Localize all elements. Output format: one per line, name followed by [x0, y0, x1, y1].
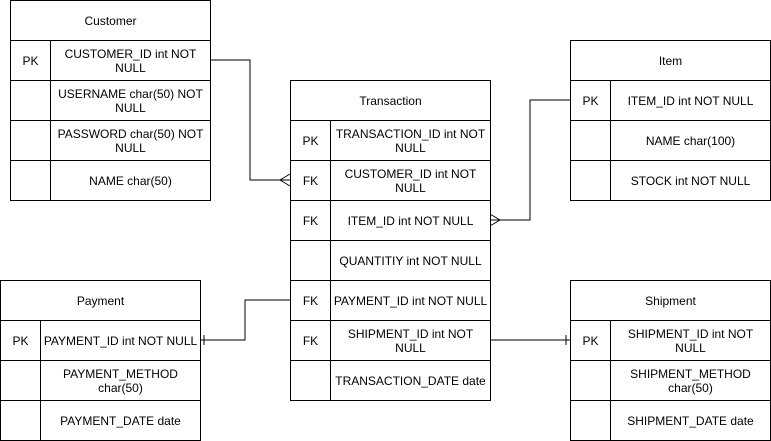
attribute-row: QUANTITIY int NOT NULL	[291, 241, 490, 281]
attribute-field: NAME char(100)	[645, 133, 736, 148]
entity-title: Customer	[11, 1, 210, 41]
key-badge	[291, 361, 331, 401]
key-badge: FK	[291, 161, 331, 200]
key-badge	[11, 161, 51, 201]
entity-customer[interactable]: Customer PK CUSTOMER_ID int NOT NULL USE…	[10, 0, 211, 201]
crows-foot-icon	[279, 173, 291, 187]
entity-title: Shipment	[571, 281, 770, 321]
attribute-field: CUSTOMER_ID int NOT NULL	[344, 166, 477, 195]
attribute-row: PK TRANSACTION_ID int NOT NULL	[291, 121, 490, 161]
attribute-field: TRANSACTION_DATE date	[335, 374, 486, 388]
attribute-field: SHIPMENT_METHOD char(50)	[630, 366, 751, 395]
key-badge: PK	[291, 121, 331, 160]
key-badge	[1, 401, 41, 441]
key-badge	[571, 121, 611, 160]
attribute-field: NAME char(50)	[89, 174, 172, 188]
attribute-field: PAYMENT_ID int NOT NULL	[333, 293, 488, 308]
attribute-field: SHIPMENT_ID int NOT NULL	[347, 326, 474, 355]
key-badge	[11, 121, 51, 160]
key-badge: FK	[291, 321, 331, 360]
payment-transaction-connector	[200, 299, 290, 341]
attribute-field: USERNAME char(50) NOT NULL	[58, 86, 203, 115]
attribute-field: SHIPMENT_ID int NOT NULL	[627, 326, 754, 355]
entity-title: Payment	[1, 281, 200, 321]
key-badge: FK	[291, 201, 331, 240]
attribute-row: NAME char(50)	[11, 161, 210, 201]
key-badge	[571, 401, 611, 441]
attribute-row: FK SHIPMENT_ID int NOT NULL	[291, 321, 490, 361]
key-badge: PK	[571, 81, 611, 120]
entity-shipment[interactable]: Shipment PK SHIPMENT_ID int NOT NULL SHI…	[570, 280, 771, 441]
attribute-row: PK CUSTOMER_ID int NOT NULL	[11, 41, 210, 81]
attribute-row: STOCK int NOT NULL	[571, 161, 770, 201]
attribute-row: TRANSACTION_DATE date	[291, 361, 490, 401]
attribute-row: FK PAYMENT_ID int NOT NULL	[291, 281, 490, 321]
key-badge: PK	[1, 321, 41, 360]
crows-foot-icon	[489, 213, 501, 227]
attribute-row: PAYMENT_METHOD char(50)	[1, 361, 200, 401]
attribute-row: FK CUSTOMER_ID int NOT NULL	[291, 161, 490, 201]
attribute-field: PAYMENT_DATE date	[60, 414, 181, 428]
attribute-row: FK ITEM_ID int NOT NULL	[291, 201, 490, 241]
attribute-row: USERNAME char(50) NOT NULL	[11, 81, 210, 121]
attribute-field: ITEM_ID int NOT NULL	[627, 93, 754, 108]
attribute-row: SHIPMENT_METHOD char(50)	[571, 361, 770, 401]
attribute-row: PK SHIPMENT_ID int NOT NULL	[571, 321, 770, 361]
key-badge: FK	[291, 281, 331, 320]
customer-transaction-connector	[210, 59, 290, 181]
attribute-field: CUSTOMER_ID int NOT NULL	[64, 46, 197, 75]
key-badge	[11, 81, 51, 120]
attribute-field: PASSWORD char(50) NOT NULL	[57, 126, 204, 155]
attribute-row: NAME char(100)	[571, 121, 770, 161]
entity-transaction[interactable]: Transaction PK TRANSACTION_ID int NOT NU…	[290, 80, 491, 401]
attribute-field: ITEM_ID int NOT NULL	[347, 213, 474, 228]
attribute-row: PAYMENT_DATE date	[1, 401, 200, 441]
attribute-row: PK PAYMENT_ID int NOT NULL	[1, 321, 200, 361]
key-badge: PK	[11, 41, 51, 80]
attribute-field: SHIPMENT_DATE date	[627, 414, 754, 428]
entity-item[interactable]: Item PK ITEM_ID int NOT NULL NAME char(1…	[570, 40, 771, 201]
attribute-row: PK ITEM_ID int NOT NULL	[571, 81, 770, 121]
key-badge	[1, 361, 41, 400]
item-transaction-connector	[490, 99, 570, 221]
attribute-field: QUANTITIY int NOT NULL	[339, 253, 482, 268]
key-badge: PK	[571, 321, 611, 360]
key-badge	[291, 241, 331, 280]
attribute-row: SHIPMENT_DATE date	[571, 401, 770, 441]
attribute-row: PASSWORD char(50) NOT NULL	[11, 121, 210, 161]
key-badge	[571, 361, 611, 400]
key-badge	[571, 161, 611, 201]
attribute-field: TRANSACTION_ID int NOT NULL	[335, 126, 486, 155]
entity-title: Item	[571, 41, 770, 81]
attribute-field: PAYMENT_ID int NOT NULL	[43, 333, 198, 348]
attribute-field: PAYMENT_METHOD char(50)	[63, 366, 178, 395]
entity-payment[interactable]: Payment PK PAYMENT_ID int NOT NULL PAYME…	[0, 280, 201, 441]
attribute-field: STOCK int NOT NULL	[630, 174, 751, 188]
entity-title: Transaction	[291, 81, 490, 121]
